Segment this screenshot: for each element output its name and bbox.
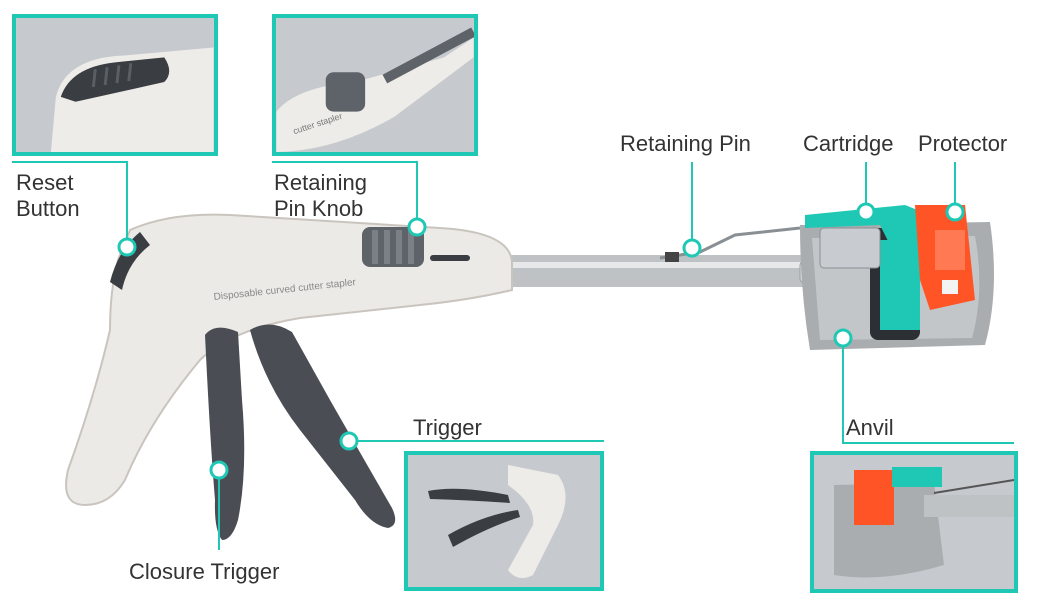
retaining-pin bbox=[659, 226, 801, 260]
cartridge bbox=[805, 205, 930, 250]
inset-anvil bbox=[810, 451, 1018, 593]
handle-body: Disposable curved cutter stapler bbox=[65, 213, 513, 507]
label-closure-trigger: Closure Trigger bbox=[129, 559, 280, 584]
label-retaining-pin-knob-line2: Pin Knob bbox=[274, 196, 364, 221]
retaining-pin-clip bbox=[665, 252, 679, 262]
reset-button-marker bbox=[117, 237, 137, 257]
inset-trigger bbox=[404, 451, 604, 591]
label-cartridge: Cartridge bbox=[803, 131, 894, 156]
protector-marker bbox=[945, 202, 965, 222]
label-trigger: Trigger bbox=[413, 415, 482, 440]
closure-trigger bbox=[205, 327, 245, 540]
firing-trigger bbox=[250, 324, 396, 528]
inset-reset-button bbox=[12, 14, 218, 156]
label-reset-button-line2: Button bbox=[16, 196, 80, 221]
trigger-marker bbox=[339, 431, 359, 451]
closure-trigger-marker bbox=[209, 460, 229, 480]
callout-dots bbox=[117, 202, 965, 480]
label-protector: Protector bbox=[918, 131, 1008, 156]
inset-retaining-pin-knob: cutter stapler bbox=[272, 14, 478, 156]
label-retaining-pin-knob: Retaining Pin Knob bbox=[274, 170, 367, 222]
protector bbox=[915, 205, 975, 310]
cartridge-marker bbox=[856, 202, 876, 222]
retaining-pin-marker bbox=[682, 238, 702, 258]
label-anvil: Anvil bbox=[846, 415, 894, 440]
retaining-pin-knob-marker bbox=[407, 217, 427, 237]
label-retaining-pin-knob-line1: Retaining bbox=[274, 170, 367, 195]
label-reset-button: Reset Button bbox=[16, 170, 80, 222]
label-retaining-pin: Retaining Pin bbox=[620, 131, 751, 156]
label-reset-button-line1: Reset bbox=[16, 170, 74, 195]
anvil-marker bbox=[833, 328, 853, 348]
callout-lines bbox=[12, 161, 1014, 550]
